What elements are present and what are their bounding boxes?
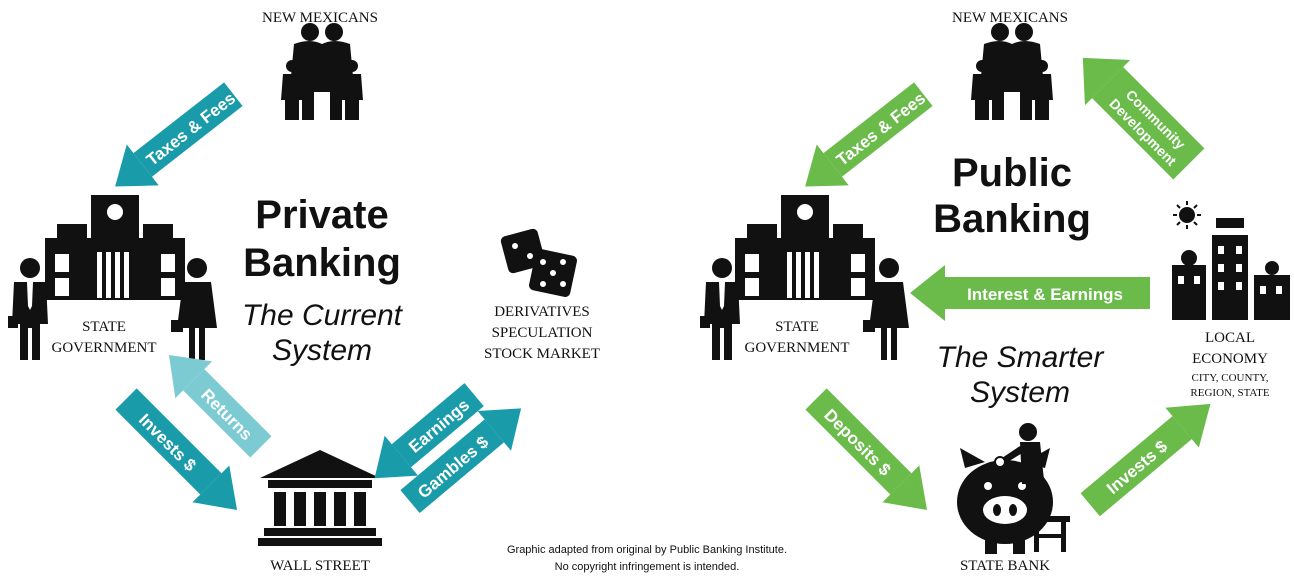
left-people-label: NEW MEXICANS (262, 10, 378, 26)
market-label-line1: DERIVATIVES (494, 304, 590, 320)
right-title-line2: Banking (933, 197, 1091, 241)
left-title-line2: Banking (243, 241, 401, 285)
credit-line2: No copyright infringement is intended. (555, 561, 740, 573)
community-development-arrow: Community Development (1082, 57, 1205, 180)
right-subtitle-line2: System (970, 376, 1070, 409)
right-subtitle-line1: The Smarter (937, 341, 1105, 374)
government-building-icon (735, 195, 875, 300)
businessman-icon (700, 258, 740, 360)
local-economy-buildings-icon (1172, 218, 1290, 320)
right-taxes-fees-arrow: Taxes & Fees (805, 82, 933, 187)
dice-icon (500, 228, 577, 297)
credit-line1: Graphic adapted from original by Public … (507, 544, 787, 556)
wall-street-label: WALL STREET (270, 558, 370, 574)
left-title-line1: Private (255, 193, 388, 237)
sun-icon (1173, 201, 1201, 229)
right-people-label: NEW MEXICANS (952, 10, 1068, 26)
wall-street-building-icon (258, 450, 382, 546)
private-banking-panel: NEW MEXICANS Private Banking The Current… (8, 10, 600, 574)
right-title-line1: Public (952, 151, 1072, 195)
interest-earnings-label: Interest & Earnings (967, 285, 1123, 304)
left-gov-label-line1: STATE (82, 319, 126, 335)
interest-earnings-arrow: Interest & Earnings (910, 265, 1150, 321)
right-taxes-fees-label: Taxes & Fees (833, 89, 929, 170)
taxes-fees-label: Taxes & Fees (143, 89, 239, 170)
family-icon (281, 23, 363, 120)
local-economy-line1: LOCAL (1205, 330, 1255, 346)
family-icon (971, 23, 1053, 120)
government-building-icon (45, 195, 185, 300)
piggy-bank-icon (957, 423, 1070, 554)
left-subtitle-line1: The Current (242, 299, 404, 332)
deposits-label: Deposits $ (820, 405, 895, 480)
local-economy-line2: ECONOMY (1192, 351, 1268, 367)
right-invests-arrow: Invests $ (1080, 403, 1211, 517)
right-gov-label-line1: STATE (775, 319, 819, 335)
right-gov-label-line2: GOVERNMENT (745, 340, 850, 356)
market-label-line2: SPECULATION (492, 325, 593, 341)
local-economy-line3: CITY, COUNTY, (1192, 372, 1269, 384)
left-gov-label-line2: GOVERNMENT (52, 340, 157, 356)
businessman-icon (8, 258, 48, 360)
state-bank-label: STATE BANK (960, 558, 1050, 574)
local-economy-line4: REGION, STATE (1190, 387, 1269, 399)
market-label-line3: STOCK MARKET (484, 346, 600, 362)
taxes-fees-arrow: Taxes & Fees (115, 82, 243, 187)
left-subtitle-line2: System (272, 334, 372, 367)
public-banking-panel: NEW MEXICANS Public Banking The Smarter … (700, 10, 1290, 574)
deposits-arrow: Deposits $ (805, 388, 928, 511)
